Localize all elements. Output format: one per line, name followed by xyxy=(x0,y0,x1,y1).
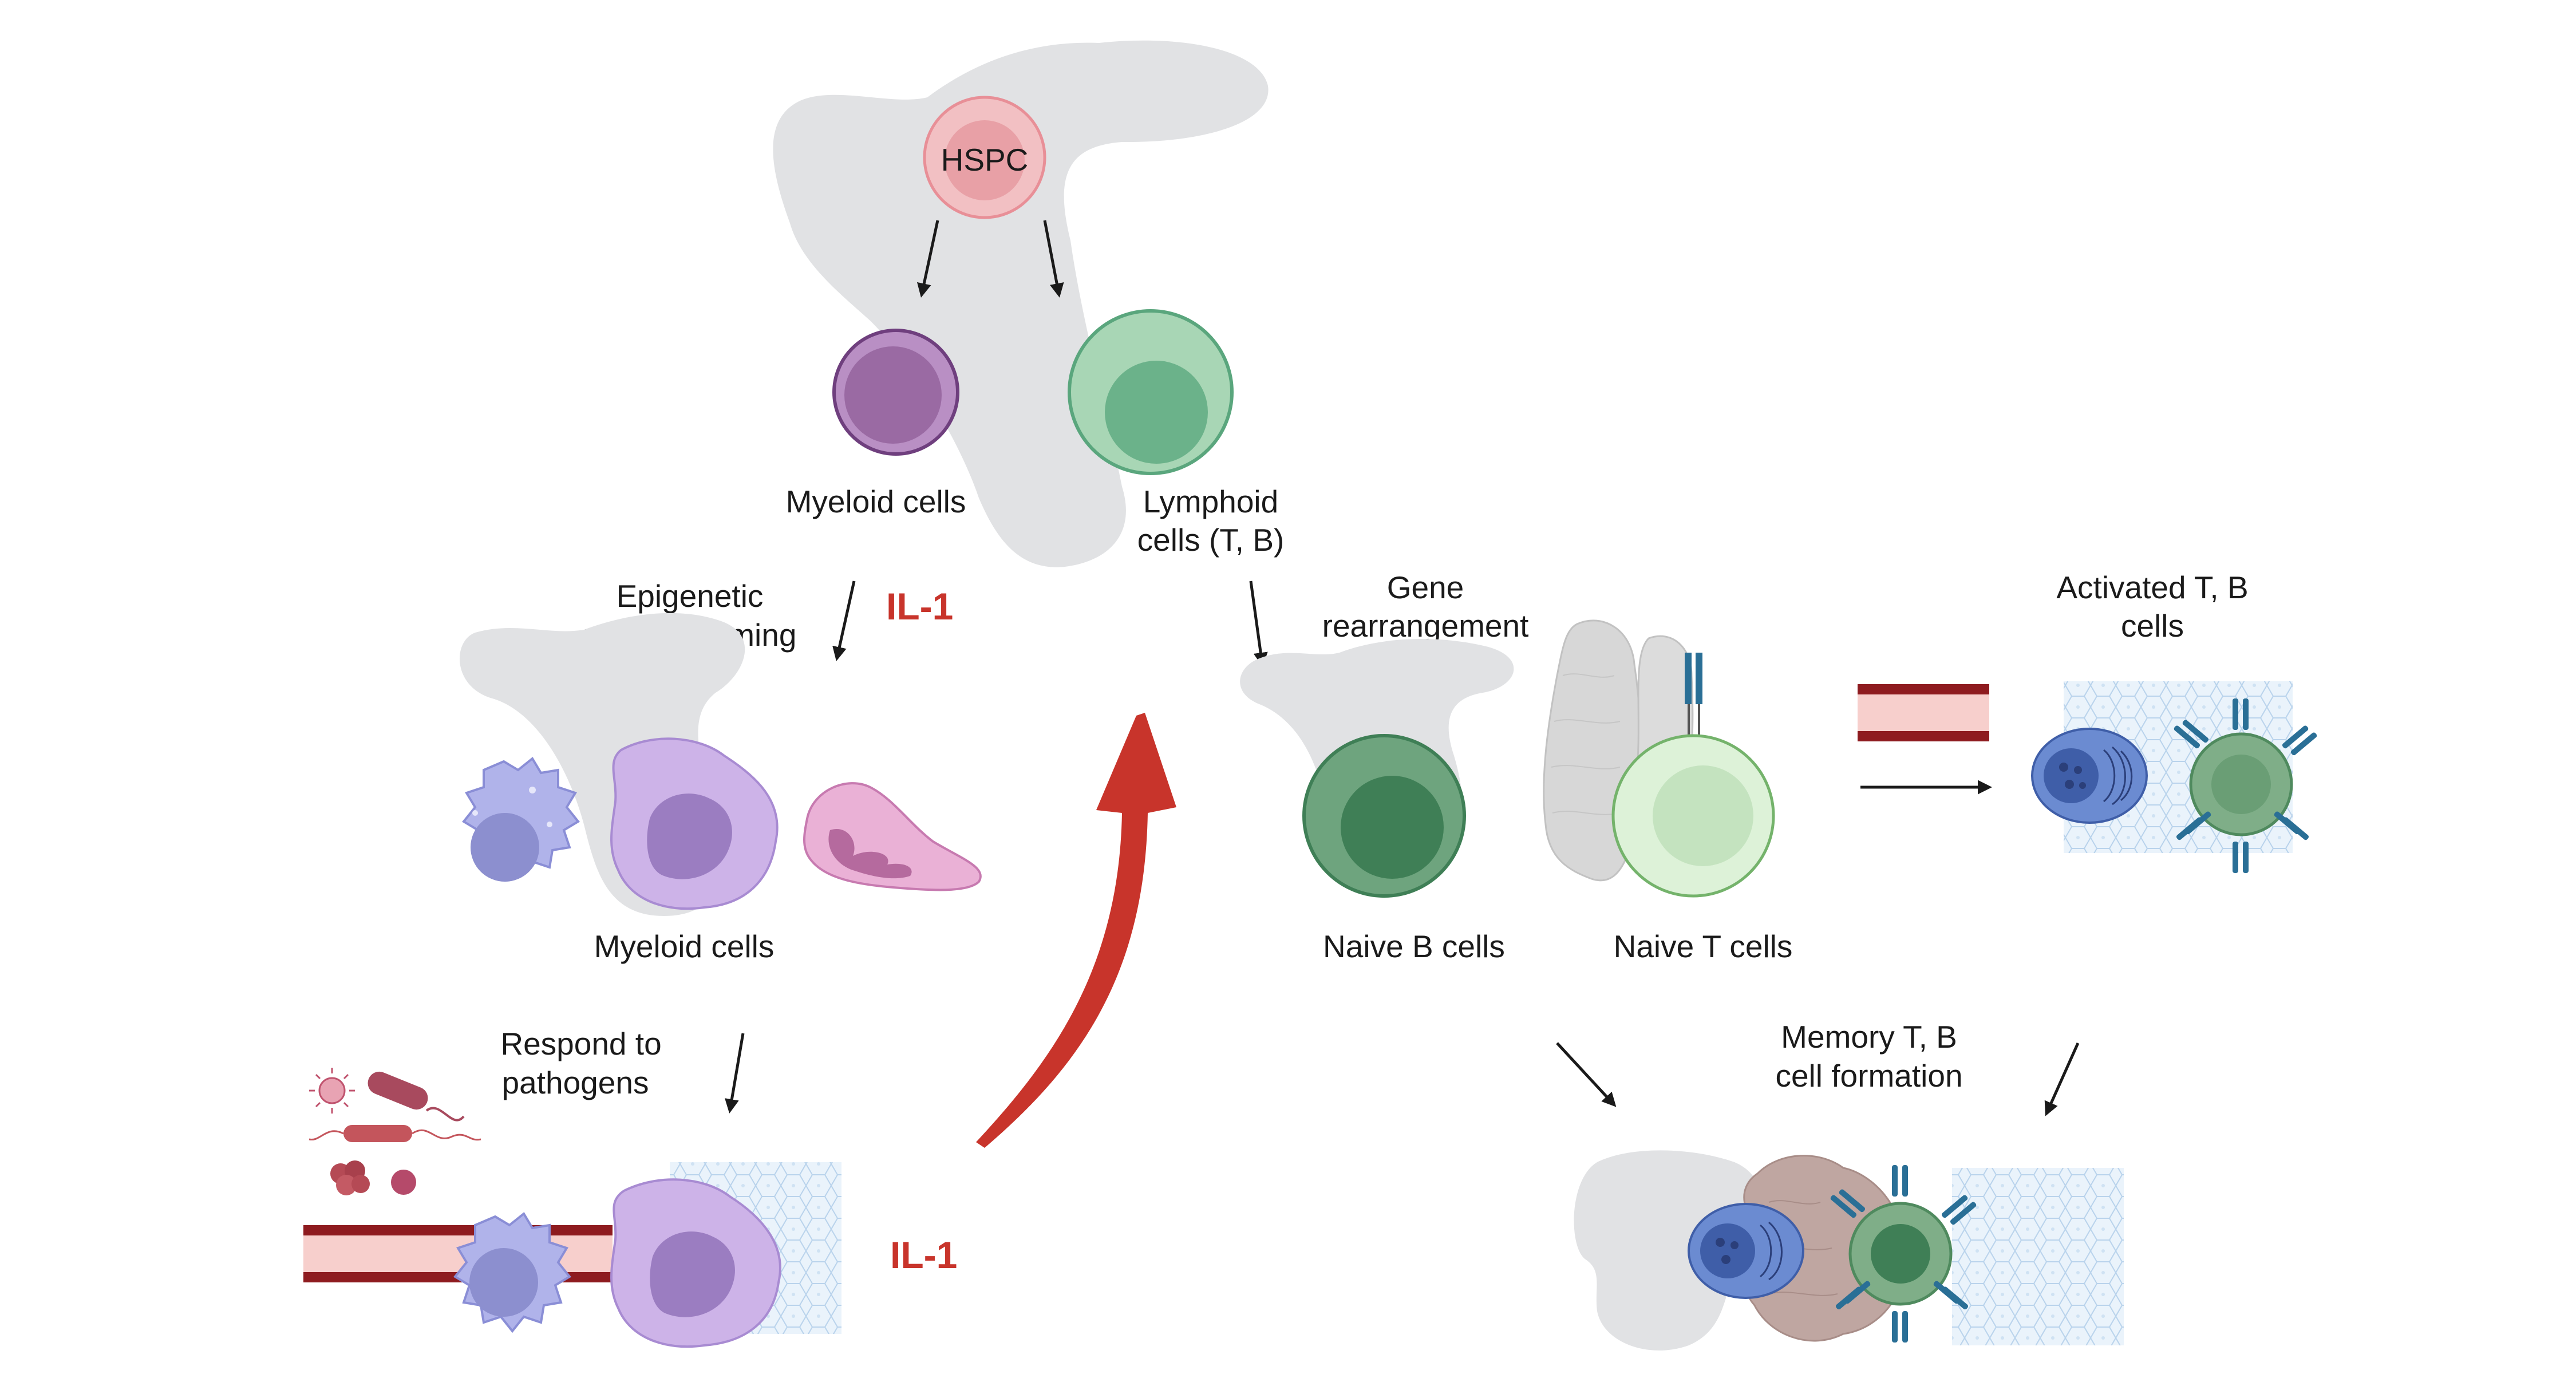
naive-t-label: Naive T cells xyxy=(1614,929,1793,964)
monocyte-icon xyxy=(462,757,580,882)
pathogens-icon xyxy=(309,1068,481,1195)
activated-t-cell-icon xyxy=(2174,698,2317,873)
memory-label-line1: Memory T, B xyxy=(1781,1019,1957,1055)
epigenetic-label-line1: Epigenetic xyxy=(617,578,764,614)
naive-b-label: Naive B cells xyxy=(1323,929,1505,964)
respond-label-line2: pathogens xyxy=(502,1065,649,1100)
bone-icon xyxy=(773,40,1269,567)
arrow-hspc-to-myeloid xyxy=(916,220,939,298)
tissue-icon-memory xyxy=(1952,1168,2124,1345)
il1-top-label: IL-1 xyxy=(886,585,953,627)
memory-label-line2: cell formation xyxy=(1775,1058,1962,1093)
naive-t-cell-icon xyxy=(1611,653,1775,898)
arrow-hspc-to-lymphoid xyxy=(1043,220,1064,298)
gene-label-line2: rearrangement xyxy=(1322,608,1529,643)
myeloid-cells-mid-label: Myeloid cells xyxy=(594,929,775,964)
lymphoid-progenitor-icon xyxy=(1068,309,1234,475)
arrow-activated-to-memory xyxy=(2044,1042,2080,1116)
activated-label-line2: cells xyxy=(2121,608,2184,643)
arrow-to-gene-rearrangement xyxy=(1249,581,1268,667)
arrow-naive-to-memory xyxy=(1556,1042,1617,1107)
gene-label-line1: Gene xyxy=(1387,570,1464,605)
respond-label-line1: Respond to xyxy=(500,1026,661,1061)
lymphoid-cells-label-line1: Lymphoid xyxy=(1143,484,1278,519)
activated-b-cell-icon xyxy=(2031,728,2148,824)
memory-t-cell-icon xyxy=(1830,1165,1977,1343)
arrow-to-myeloid-cells xyxy=(832,581,856,661)
hspc-label: HSPC xyxy=(941,142,1029,177)
spleen-icon xyxy=(1574,1150,1761,1351)
lymphoid-cells-label-line2: cells (T, B) xyxy=(1137,522,1285,558)
myeloid-cells-top-label: Myeloid cells xyxy=(786,484,966,519)
memory-b-cell-icon xyxy=(1688,1203,1804,1299)
blood-vessel-icon-right xyxy=(1858,684,1989,741)
il1-feedback-arrow-icon xyxy=(976,713,1176,1148)
monocyte-icon-vessel xyxy=(453,1212,571,1333)
il1-bottom-label: IL-1 xyxy=(890,1234,957,1276)
macrophage-icon xyxy=(610,737,779,910)
hspc-cell-icon xyxy=(923,96,1046,219)
myeloid-progenitor-icon xyxy=(832,329,959,456)
activated-label-line1: Activated T, B xyxy=(2056,570,2248,605)
neutrophil-icon xyxy=(803,782,982,891)
arrow-to-respond xyxy=(725,1033,745,1114)
macrophage-icon-tissue xyxy=(610,1178,781,1348)
naive-b-cell-icon xyxy=(1302,734,1466,898)
